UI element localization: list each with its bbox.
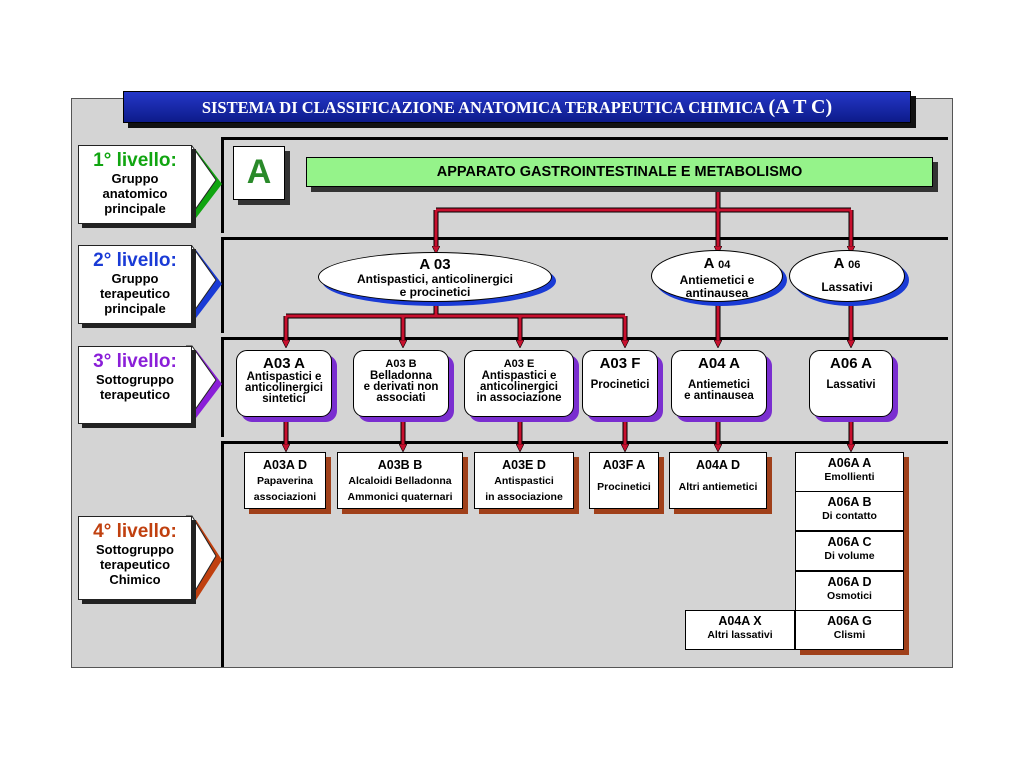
subgroup-a03e: A03 E Antispastici e anticolinergici in … <box>464 350 574 417</box>
chemical-a03ed-desc: Antispastici in associazione <box>485 475 563 503</box>
chemical-a06ag-code: A06A G <box>827 614 872 628</box>
therapeutic-a06-desc: Lassativi <box>821 280 873 294</box>
chemical-a06ac-code: A06A C <box>827 535 872 549</box>
chemical-a06ad-code: A06A D <box>827 575 872 589</box>
level-4-head: 4° livello: <box>93 521 177 542</box>
level-3-label: 3° livello: Sottogruppo terapeutico <box>78 346 192 424</box>
chemical-a03ed: A03E D Antispastici in associazione <box>474 452 574 509</box>
subgroup-a04a-desc: Antiemetici e antinausea <box>684 379 754 402</box>
chemical-a06aa: A06A A Emollienti <box>795 452 904 492</box>
chemical-a04ax: A04A X Altri lassativi <box>685 610 795 650</box>
therapeutic-a03: A 03 Antispastici, anticolinergici e pro… <box>318 252 552 302</box>
chemical-a03fa-code: A03F A <box>602 458 646 472</box>
chemical-a03fa-desc: Procinetici <box>597 481 651 493</box>
chemical-a06ac-desc: Di volume <box>824 550 875 562</box>
level-2-label: 2° livello: Gruppo terapeutico principal… <box>78 245 192 324</box>
therapeutic-a04-desc: Antiemetici e antinausea <box>679 273 755 300</box>
chemical-a03bb-code: A03B B <box>377 458 423 472</box>
chemical-a04ad-code: A04A D <box>695 458 740 472</box>
chemical-a06ad: A06A D Osmotici <box>795 571 904 611</box>
subgroup-a03a: A03 A Antispastici e anticolinergici sin… <box>236 350 332 417</box>
level-4-label: 4° livello: Sottogruppo terapeutico Chim… <box>78 516 192 600</box>
therapeutic-a04-code: A 04 <box>703 255 731 272</box>
therapeutic-a03-code: A 03 <box>419 256 451 273</box>
level-1-head: 1° livello: <box>93 150 177 171</box>
chemical-a06ac: A06A C Di volume <box>795 531 904 571</box>
level-3-text: Sottogruppo terapeutico <box>96 372 174 402</box>
level-4-text: Sottogruppo terapeutico Chimico <box>96 542 174 587</box>
subgroup-a03e-desc: Antispastici e anticolinergici in associ… <box>476 370 562 404</box>
subgroup-a04a: A04 A Antiemetici e antinausea <box>671 350 767 417</box>
chemical-a04ax-code: A04A X <box>718 614 762 628</box>
chemical-a06ab-code: A06A B <box>827 495 872 509</box>
chemical-a03ad-desc: Papaverina associazioni <box>253 475 317 503</box>
level-1-label: 1° livello: Gruppo anatomico principale <box>78 145 192 224</box>
subgroup-a06a-desc: Lassativi <box>826 379 876 391</box>
chemical-a03bb-desc: Alcaloidi Belladonna Ammonici quaternari <box>347 475 453 503</box>
chemical-a03ad: A03A D Papaverina associazioni <box>244 452 326 509</box>
chemical-a06ad-desc: Osmotici <box>827 590 872 602</box>
therapeutic-a06: A 06 Lassativi <box>789 250 905 302</box>
chemical-a03bb: A03B B Alcaloidi Belladonna Ammonici qua… <box>337 452 463 509</box>
anatomic-letter: A <box>233 146 285 200</box>
therapeutic-a04: A 04 Antiemetici e antinausea <box>651 250 783 302</box>
anatomic-group: APPARATO GASTROINTESTINALE E METABOLISMO <box>306 157 933 187</box>
therapeutic-a06-code: A 06 <box>833 255 861 272</box>
diagram-title: SISTEMA DI CLASSIFICAZIONE ANATOMICA TER… <box>123 91 911 123</box>
subgroup-a03b-desc: Belladonna e derivati non associati <box>363 370 439 404</box>
chemical-a04ax-desc: Altri lassativi <box>707 629 773 641</box>
level-1-text: Gruppo anatomico principale <box>102 171 168 216</box>
chemical-a06ab: A06A B Di contatto <box>795 491 904 531</box>
subgroup-a03f-code: A03 F <box>599 355 641 372</box>
subgroup-a03b-code: A03 B <box>385 358 417 370</box>
level-2-head: 2° livello: <box>93 250 177 271</box>
level-2-text: Gruppo terapeutico principale <box>99 271 171 316</box>
subgroup-a03a-desc: Antispastici e anticolinergici sintetici <box>245 371 323 405</box>
title-main: SISTEMA DI CLASSIFICAZIONE ANATOMICA TER… <box>201 98 765 117</box>
chemical-a03ed-code: A03E D <box>502 458 546 472</box>
subgroup-a03e-code: A03 E <box>503 358 535 370</box>
chemical-a06aa-desc: Emollienti <box>824 471 875 483</box>
subgroup-a03f-desc: Procinetici <box>590 379 650 391</box>
chemical-a06aa-code: A06A A <box>827 456 872 470</box>
chemical-a06ag: A06A G Clismi <box>795 610 904 650</box>
subgroup-a06a: A06 A Lassativi <box>809 350 893 417</box>
chemical-a06ag-desc: Clismi <box>833 629 866 641</box>
title-atc: (A T C) <box>768 96 833 118</box>
subgroup-a03f: A03 F Procinetici <box>582 350 658 417</box>
subgroup-a03a-code: A03 A <box>263 355 305 372</box>
chemical-a04ad: A04A D Altri antiemetici <box>669 452 767 509</box>
subgroup-a06a-code: A06 A <box>830 355 872 372</box>
subgroup-a03b: A03 B Belladonna e derivati non associat… <box>353 350 449 417</box>
level-3-head: 3° livello: <box>93 351 177 372</box>
chemical-a06ab-desc: Di contatto <box>822 510 877 522</box>
subgroup-a04a-code: A04 A <box>698 355 740 372</box>
chemical-a03ad-code: A03A D <box>262 458 307 472</box>
chemical-a03fa: A03F A Procinetici <box>589 452 659 509</box>
therapeutic-a03-desc: Antispastici, anticolinergici e procinet… <box>356 272 514 299</box>
chemical-a04ad-desc: Altri antiemetici <box>678 481 758 493</box>
